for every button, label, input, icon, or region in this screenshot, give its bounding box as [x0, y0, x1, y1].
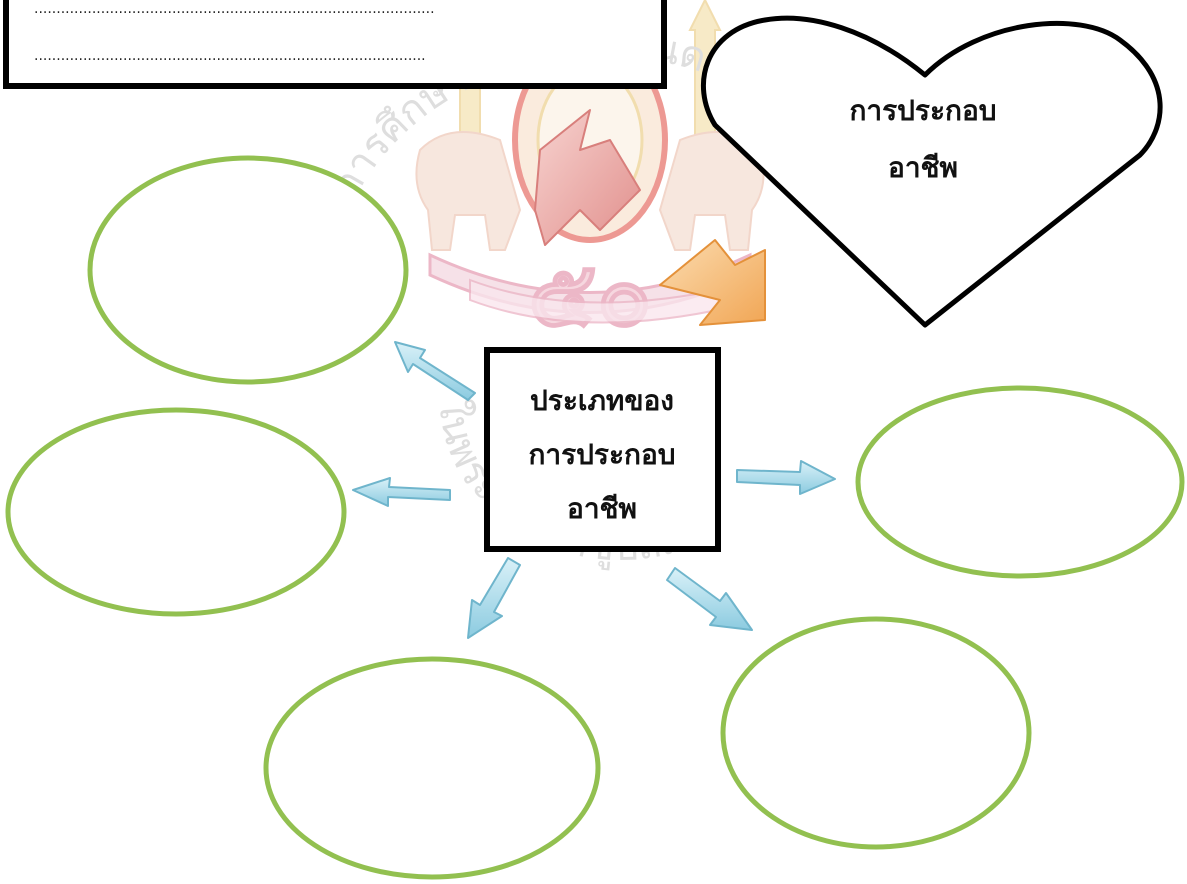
header-box-frame [3, 0, 667, 89]
header-box: ........................................… [3, 0, 667, 89]
answer-bubble-bottom-right[interactable] [720, 616, 1032, 850]
center-box-frame [484, 347, 721, 552]
blue-arrow-top-left [394, 341, 476, 401]
watermark-elephant-left [415, 131, 522, 251]
answer-bubble-right[interactable] [855, 385, 1185, 579]
heart-shape: การประกอบ อาชีพ [700, 15, 1163, 328]
center-label-line-1: ประเภทของ [530, 384, 674, 417]
blue-arrow-bottom-left [467, 557, 521, 639]
watermark-number: ๕๐ [528, 242, 651, 347]
orange-arrow [659, 239, 766, 326]
heart-label-line-1: การประกอบ [849, 94, 996, 127]
answer-bubble-left[interactable] [5, 407, 347, 617]
heart-label-line-2: อาชีพ [888, 151, 958, 184]
heart-outline [700, 15, 1163, 328]
center-box: ประเภทของ การประกอบ อาชีพ [484, 347, 721, 552]
pink-arrow [534, 109, 641, 246]
blue-arrow-bottom-right [666, 567, 753, 631]
answer-bubble-top-left[interactable] [87, 155, 409, 385]
header-dotted-line-2[interactable]: ........................................… [34, 48, 426, 64]
blue-arrow-left [352, 477, 451, 507]
answer-bubble-bottom-left[interactable] [263, 656, 601, 880]
center-label-line-3: อาชีพ [567, 492, 637, 525]
center-label-line-2: การประกอบ [528, 438, 675, 471]
blue-arrow-right [736, 460, 836, 495]
header-dotted-line-1[interactable]: ........................................… [34, 1, 435, 17]
